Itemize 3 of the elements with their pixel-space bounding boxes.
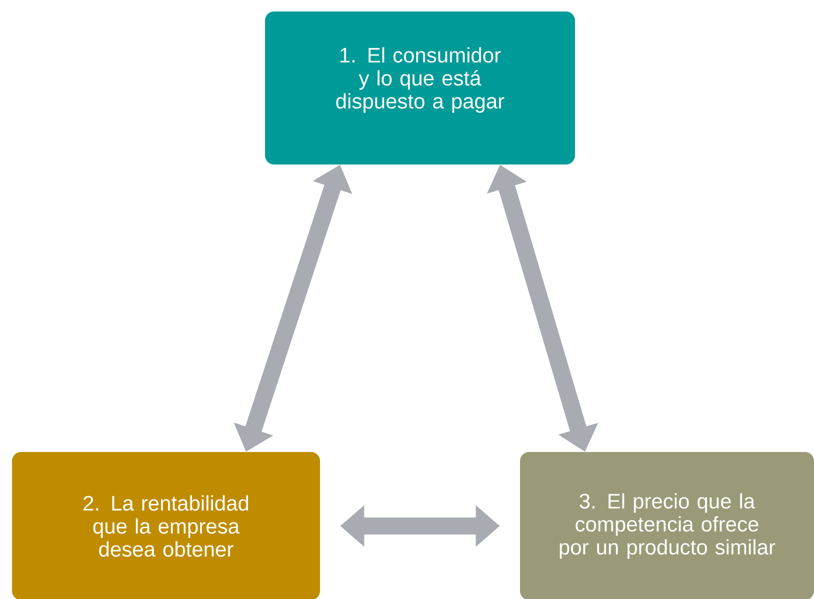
process-box: 3. El precio que la competencia ofrece por un producto similar (520, 452, 814, 599)
process-box: 2. La rentabilidad que la empresa desea obtener (12, 452, 320, 599)
process-box: 1. El consumidor y lo que está dispuesto a pagar (265, 12, 575, 164)
